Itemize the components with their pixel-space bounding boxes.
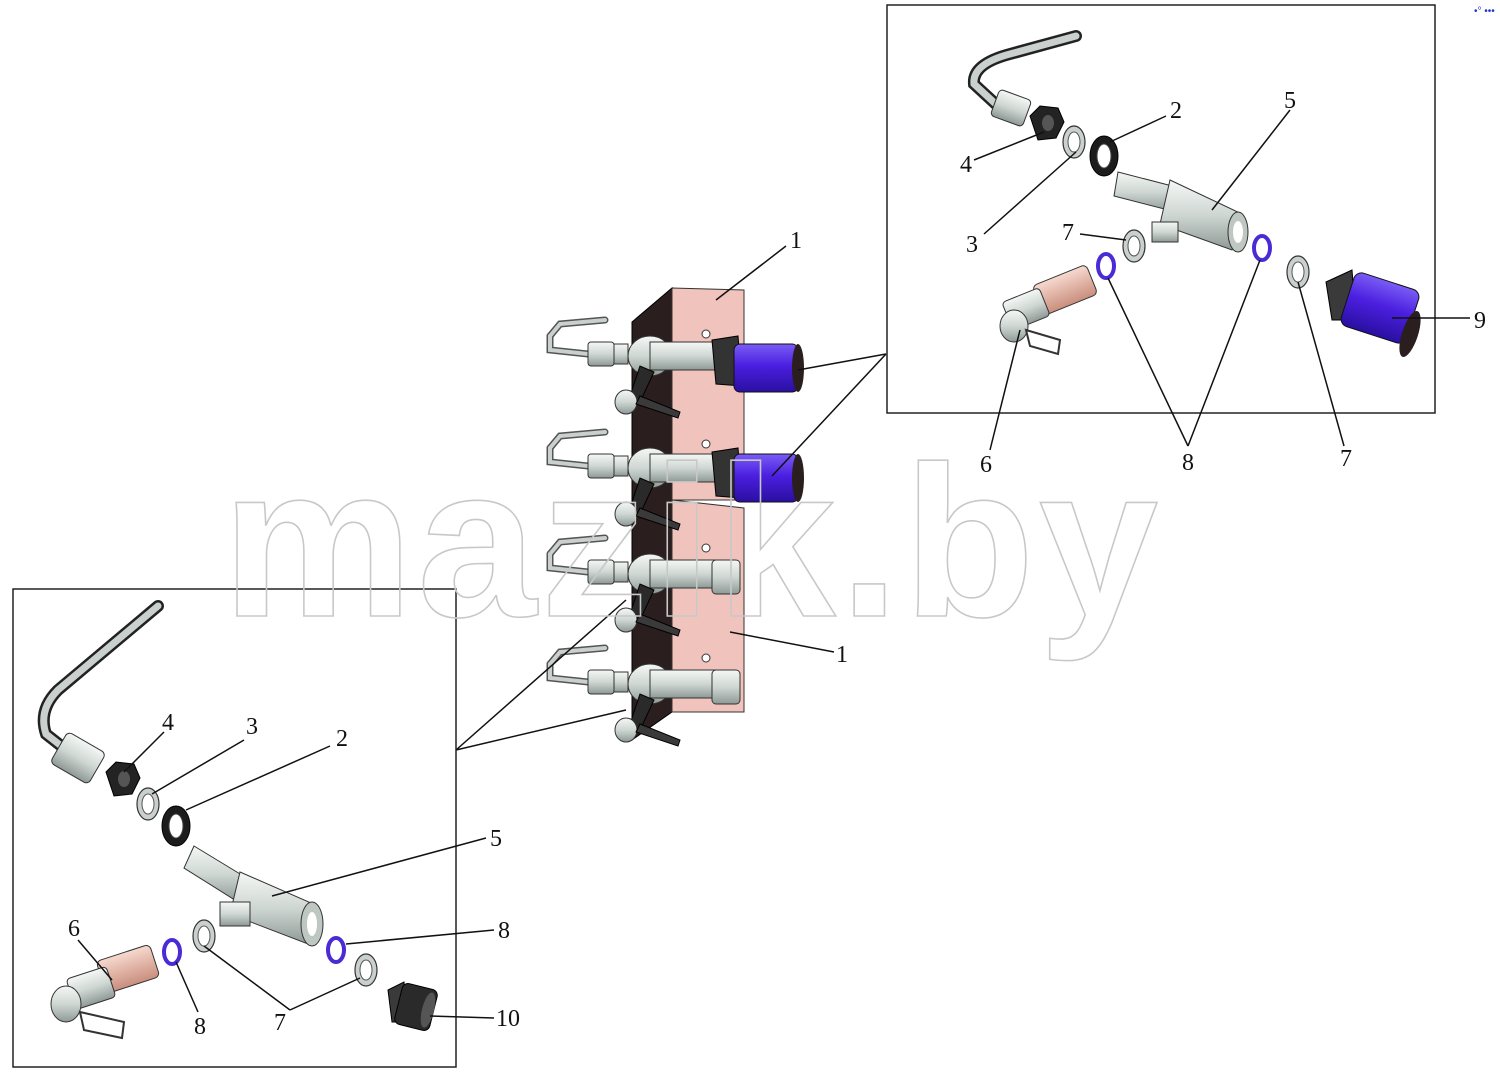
leader-bottom-detail-a	[455, 599, 627, 751]
plate-lower	[671, 499, 745, 713]
callout-2-bottom: 2	[336, 726, 348, 752]
callout-6-top: 6	[980, 452, 992, 478]
leader-7b-bottom	[289, 977, 361, 1011]
leader-3-bottom	[151, 739, 245, 795]
leader-2-bottom	[185, 745, 331, 811]
callout-7-bottom: 7	[274, 1010, 286, 1036]
o-ring-icon	[162, 938, 182, 966]
black-ring-icon	[161, 805, 191, 847]
plate-hole	[701, 653, 711, 663]
leader-7a-top	[1079, 233, 1127, 241]
watermark: mazik.by	[222, 421, 1162, 662]
leader-2-top	[1109, 115, 1167, 143]
leader-8b-bottom	[345, 929, 495, 945]
blue-plug-1	[711, 335, 804, 393]
o-ring-icon	[1252, 234, 1272, 262]
leader-8a-bottom	[175, 961, 199, 1013]
detail-top-frame	[886, 4, 1436, 414]
leader-bottom-detail-b	[455, 709, 627, 751]
plate-hole	[701, 329, 711, 339]
leader-1b	[729, 631, 835, 653]
leader-5-top	[1211, 109, 1291, 211]
washer-7-top	[1122, 229, 1146, 263]
manifold-assembly	[550, 286, 804, 746]
callout-6-bottom: 6	[68, 916, 80, 942]
plate-hole	[701, 439, 711, 449]
washer-7-left	[192, 919, 216, 953]
callout-3-top: 3	[966, 232, 978, 258]
black-ring-icon	[1089, 135, 1119, 177]
callout-4-top: 4	[960, 152, 972, 178]
callout-10: 10	[496, 1006, 520, 1032]
callout-5-top: 5	[1284, 88, 1296, 114]
callout-7b-top: 7	[1340, 446, 1352, 472]
plug-icon	[387, 981, 438, 1031]
callout-8-top: 8	[1182, 450, 1194, 476]
callout-8a-bottom: 8	[194, 1014, 206, 1040]
callout-2-top: 2	[1170, 98, 1182, 124]
callout-1a: 1	[790, 228, 802, 254]
leader-10	[429, 1015, 495, 1019]
callout-5-bottom: 5	[490, 826, 502, 852]
leader-8b-top	[1187, 259, 1261, 447]
corner-mark: •° •••	[1474, 6, 1495, 17]
callout-1b: 1	[836, 642, 848, 668]
detail-top: 2 3 4 5 6 7 7 8 9	[886, 4, 1486, 478]
plate-hole	[701, 543, 711, 553]
leader-6-bottom	[77, 939, 113, 981]
leader-6-top	[989, 329, 1021, 451]
leader-7a-bottom	[203, 945, 291, 1011]
tube-bend-icon	[37, 600, 164, 762]
callout-8b-bottom: 8	[498, 918, 510, 944]
o-ring-icon	[1096, 252, 1116, 280]
callout-3-bottom: 3	[246, 714, 258, 740]
leader-8a-top	[1107, 277, 1189, 447]
tube-nut	[51, 732, 105, 784]
leader-3-top	[983, 151, 1077, 235]
plug-3	[711, 559, 741, 595]
nut-icon	[105, 761, 141, 797]
detail-bottom-frame	[12, 588, 457, 1068]
leader-1a	[715, 245, 787, 301]
tube-nut	[990, 89, 1032, 127]
washer-icon	[136, 787, 160, 821]
plug-4	[711, 669, 741, 705]
leader-top-detail-a	[797, 353, 887, 371]
tee-fitting-icon	[183, 845, 324, 947]
leader-top-detail-b	[771, 353, 887, 477]
callout-7a-top: 7	[1062, 220, 1074, 246]
callout-4-bottom: 4	[162, 710, 174, 736]
detail-bottom: 2 3 4 5 6 7 8 8 10	[12, 588, 520, 1068]
washer-7-right	[354, 953, 378, 987]
valve-icon	[50, 944, 160, 1040]
leader-5-bottom	[271, 837, 487, 897]
leader-4-bottom	[123, 731, 165, 773]
leader-7b-top	[1297, 281, 1345, 447]
plug-icon	[1325, 269, 1421, 357]
valve-icon	[999, 265, 1097, 356]
leader-4-top	[973, 131, 1045, 161]
o-ring-icon	[326, 936, 346, 964]
callout-9: 9	[1474, 308, 1486, 334]
